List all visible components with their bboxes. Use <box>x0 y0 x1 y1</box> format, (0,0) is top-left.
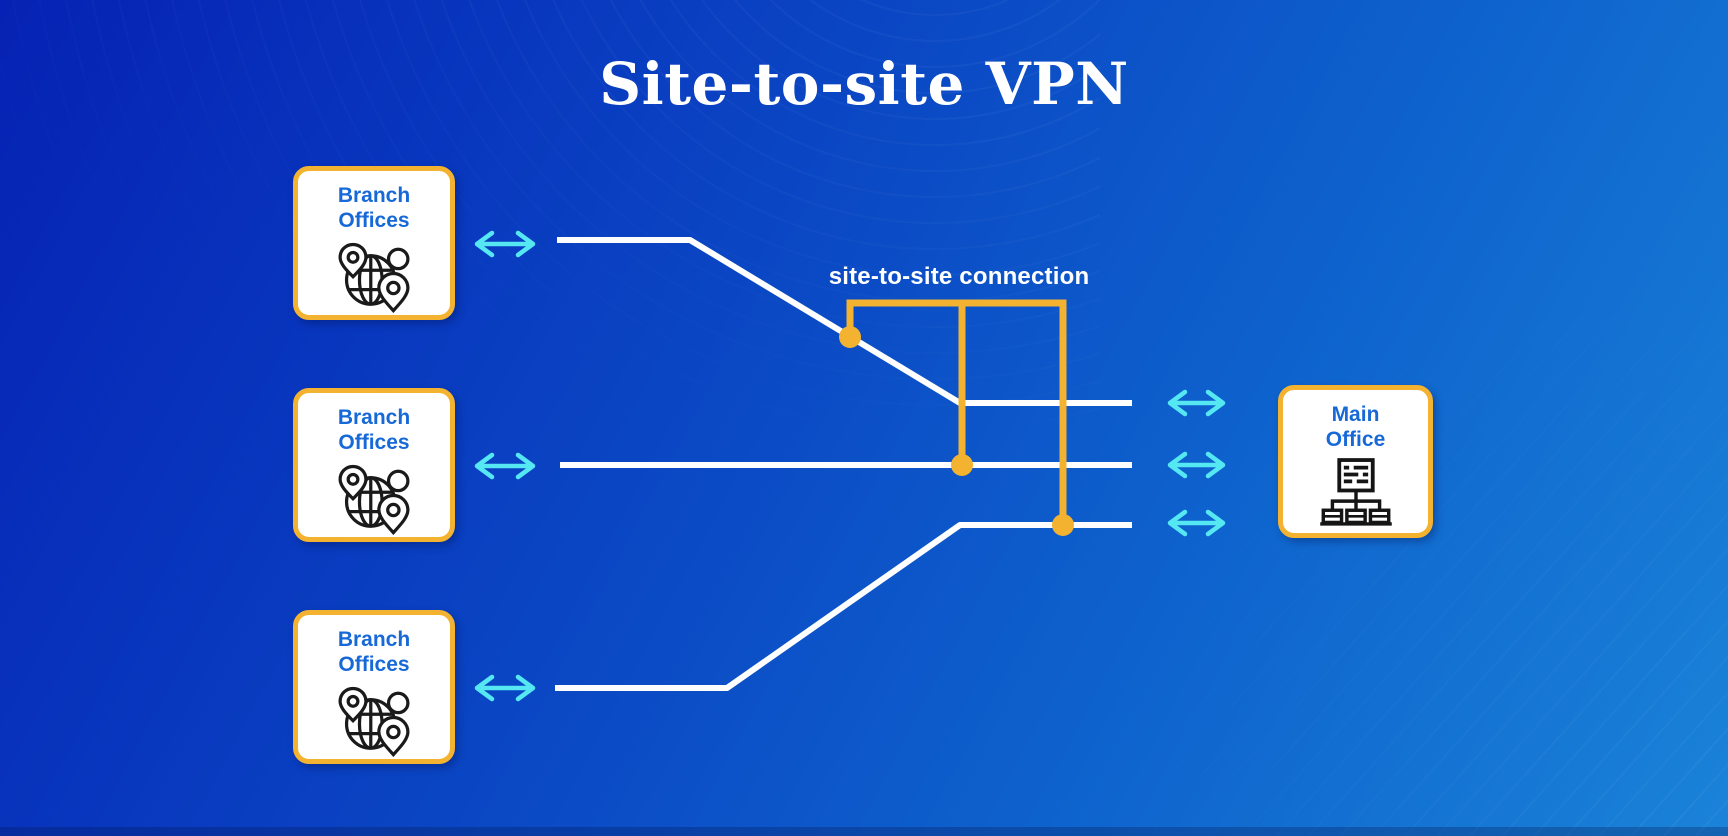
bidirectional-arrow-icon <box>1167 509 1226 537</box>
branch-office-node-1: Branch Offices <box>293 166 455 320</box>
branch-office-node-3: Branch Offices <box>293 610 455 764</box>
server-network-tree-icon <box>1319 457 1392 526</box>
bidirectional-arrows <box>474 230 1226 702</box>
branch-office-node-2: Branch Offices <box>293 388 455 542</box>
globe-with-location-pins-icon <box>338 464 410 535</box>
bidirectional-arrow-icon <box>474 674 536 702</box>
vpn-connection-bracket <box>846 299 1067 525</box>
bidirectional-arrow-icon <box>474 230 536 258</box>
branch-office-label: Branch Offices <box>337 184 411 232</box>
vpn-junction-dot-1 <box>839 326 861 348</box>
globe-with-location-pins-icon <box>338 686 410 757</box>
bidirectional-arrow-icon <box>1167 451 1226 479</box>
globe-with-location-pins-icon <box>338 242 410 313</box>
bidirectional-arrow-icon <box>474 452 536 480</box>
branch-office-label: Branch Offices <box>337 628 411 676</box>
site-to-site-connection-label: site-to-site connection <box>828 263 1090 290</box>
branch-office-label: Branch Offices <box>337 406 411 454</box>
link-line-branch1 <box>557 237 1132 406</box>
vpn-junction-dot-2 <box>951 454 973 476</box>
white-link-lines <box>555 237 1132 691</box>
vpn-bracket-outline <box>846 299 1067 525</box>
vpn-junction-dot-3 <box>1052 514 1074 536</box>
bidirectional-arrow-icon <box>1167 389 1226 417</box>
main-office-node: Main Office <box>1278 385 1433 538</box>
link-line-branch3 <box>555 522 1132 691</box>
main-office-label: Main Office <box>1325 403 1386 451</box>
vpn-junction-dots <box>839 326 1074 536</box>
diagram-title: Site-to-site VPN <box>599 50 1129 118</box>
